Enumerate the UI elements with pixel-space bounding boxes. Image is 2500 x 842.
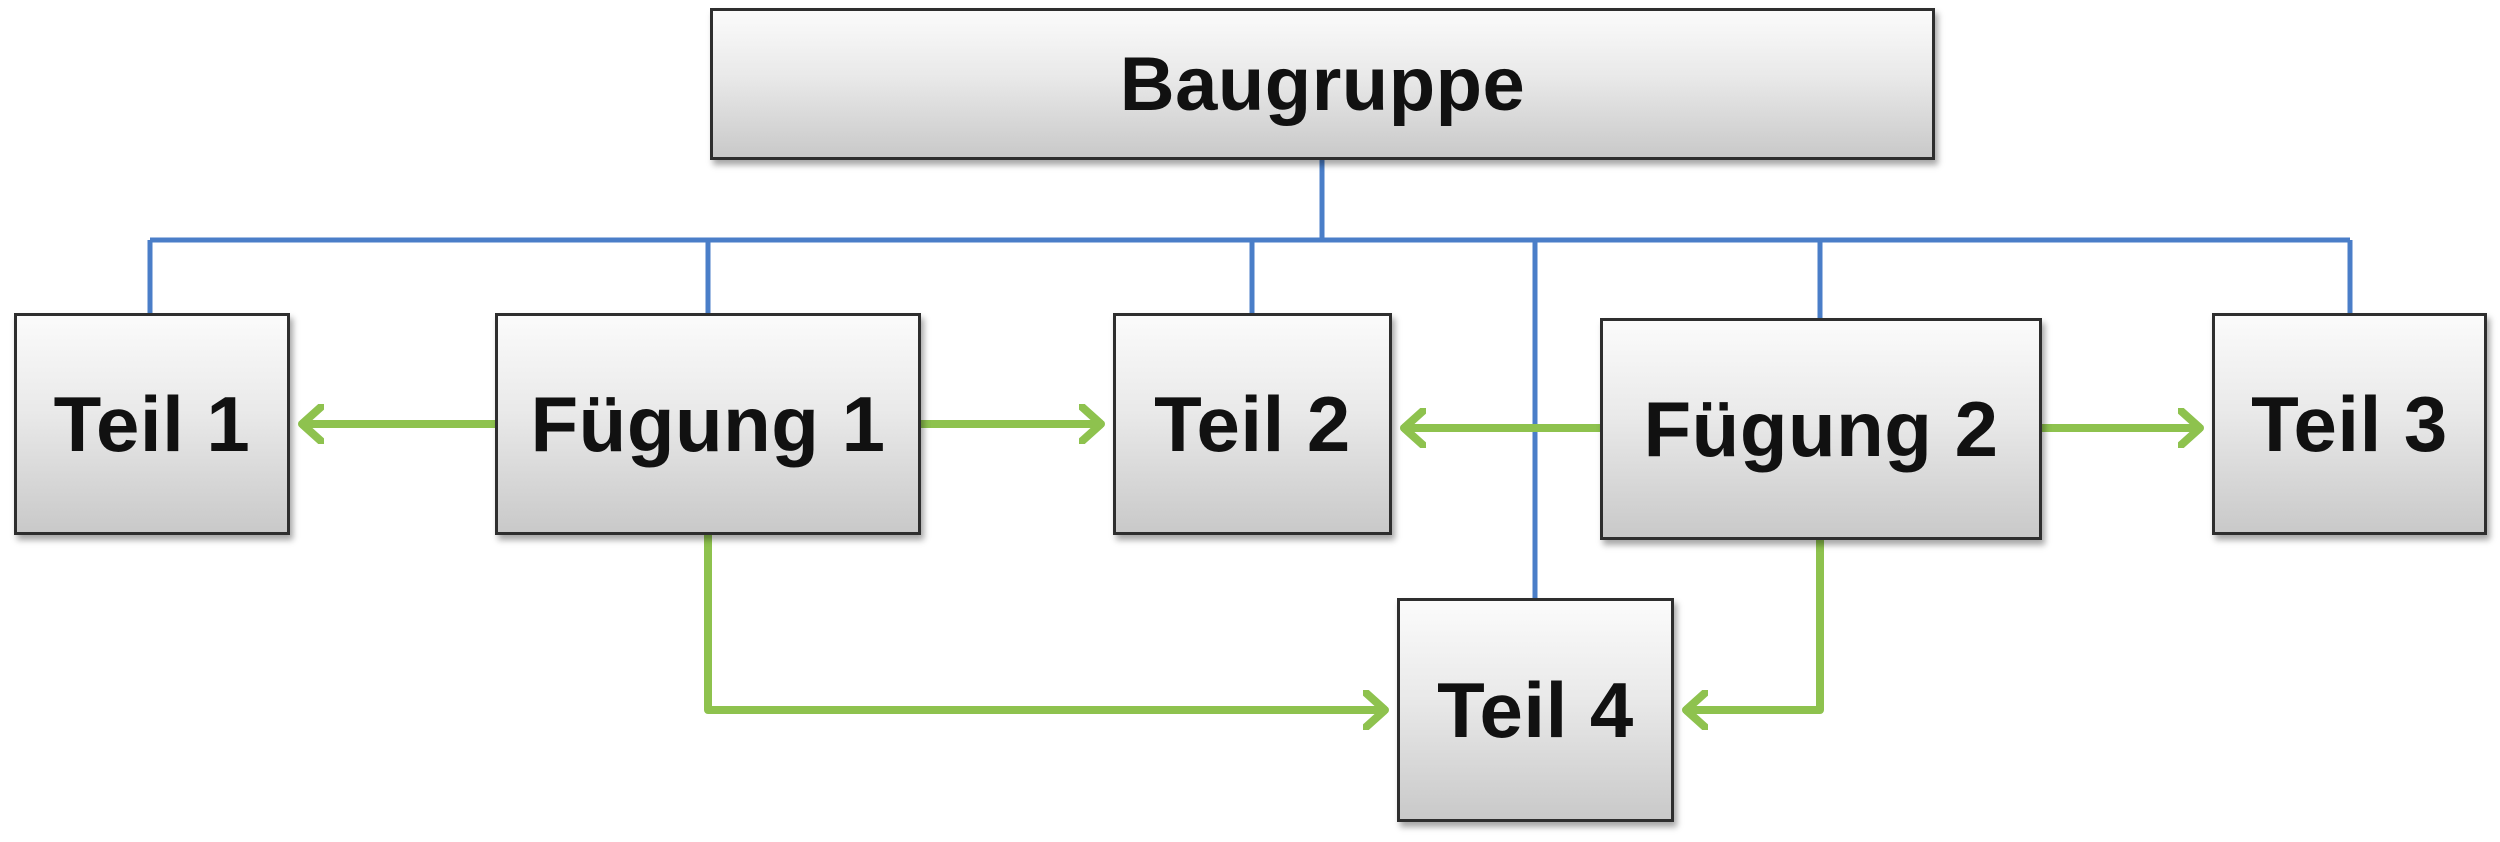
- node-label: Fügung 1: [530, 379, 886, 468]
- node-label: Teil 3: [2251, 379, 2448, 468]
- node-label: Baugruppe: [1119, 41, 1526, 127]
- node-teil-3: Teil 3: [2212, 313, 2487, 535]
- node-label: Fügung 2: [1643, 384, 1999, 473]
- node-teil-4: Teil 4: [1397, 598, 1674, 822]
- node-fuegung-2: Fügung 2: [1600, 318, 2042, 540]
- joint-arrow-fuegung2-teil4: [1682, 536, 1824, 710]
- node-label: Teil 4: [1437, 665, 1634, 754]
- node-fuegung-1: Fügung 1: [495, 313, 921, 535]
- node-teil-1: Teil 1: [14, 313, 290, 535]
- node-label: Teil 1: [53, 379, 251, 468]
- node-baugruppe: Baugruppe: [710, 8, 1935, 160]
- node-teil-2: Teil 2: [1113, 313, 1392, 535]
- joint-arrow-fuegung1-teil4: [704, 531, 1389, 710]
- node-label: Teil 2: [1154, 379, 1351, 468]
